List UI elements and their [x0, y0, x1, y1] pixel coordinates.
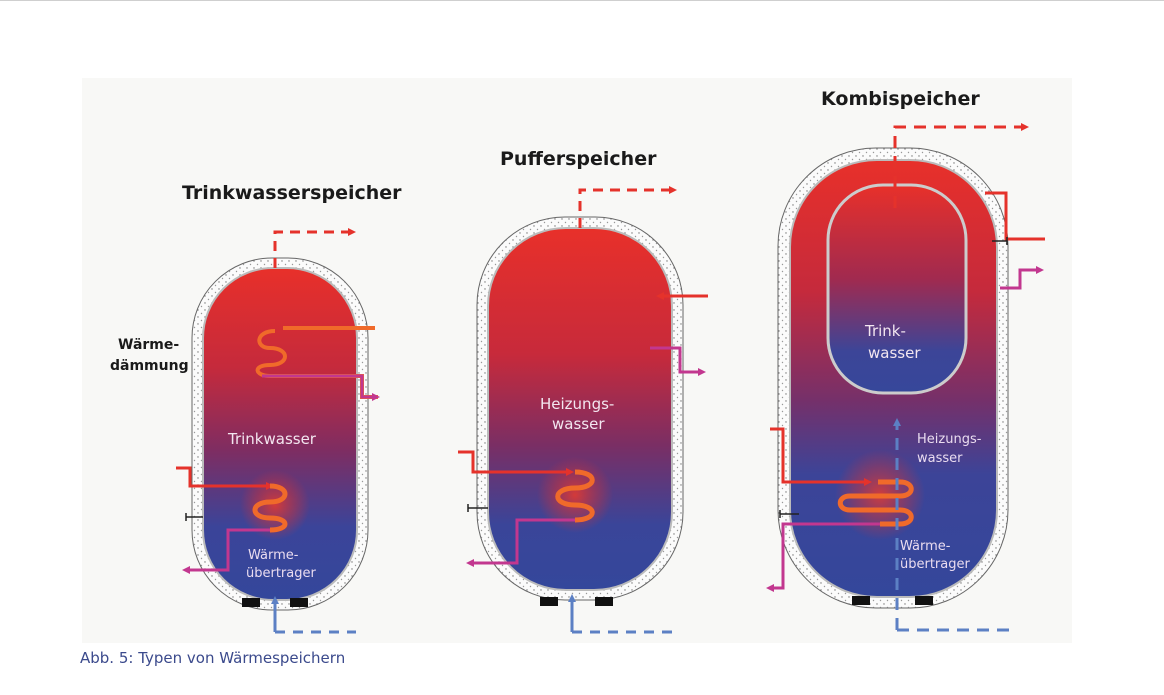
lower-heat-exchanger-coil — [252, 483, 288, 533]
heat-exchanger-coil — [555, 469, 595, 523]
tank-kombispeicher: Kombispeicher Trink- wasser Heizungs- wa… — [766, 88, 1045, 632]
heating-pipe — [985, 191, 1045, 241]
content-label: Heizungs- — [917, 432, 982, 447]
tank-foot — [290, 598, 308, 607]
sensor — [467, 504, 488, 512]
supply-pipe — [770, 427, 872, 486]
return-pipe — [466, 518, 575, 567]
exchanger-label: Wärme- — [248, 548, 299, 563]
tank-title: Kombispeicher — [821, 88, 980, 110]
sensor — [185, 513, 203, 521]
supply-pipe — [176, 466, 274, 490]
inner-drinking-water-tank — [826, 183, 968, 395]
figure-caption: Abb. 5: Typen von Wärmespeichern — [80, 649, 346, 667]
return-pipe — [262, 374, 380, 401]
sensor — [992, 237, 1008, 245]
inner-label: wasser — [868, 344, 921, 362]
tank-trinkwasserspeicher: Trinkwasserspeicher Wärme- dämmung Trink… — [110, 182, 402, 634]
insulation-label: dämmung — [110, 358, 189, 374]
content-label: wasser — [552, 415, 605, 433]
hot-outlet — [578, 186, 677, 228]
supply-outlet — [650, 346, 706, 376]
exchanger-label: Wärme- — [900, 539, 951, 554]
tank-foot — [852, 596, 870, 605]
return-pipe — [766, 522, 880, 592]
tank-foot — [915, 596, 933, 605]
insulation-label: Wärme- — [118, 337, 179, 353]
tank-foot — [595, 597, 613, 606]
tank-title: Trinkwasserspeicher — [182, 182, 402, 204]
tank-title: Pufferspeicher — [500, 148, 657, 170]
top-divider — [0, 0, 1164, 1]
sensor — [779, 510, 799, 518]
return-pipe — [182, 528, 270, 574]
exchanger-label: übertrager — [246, 566, 316, 581]
tank-body — [202, 267, 358, 601]
exchanger-label: übertrager — [900, 557, 970, 572]
content-label: Heizungs- — [540, 395, 614, 413]
tank-foot — [540, 597, 558, 606]
content-label: Trinkwasser — [227, 430, 317, 448]
tank-pufferspeicher: Pufferspeicher Heizungs- wasser — [458, 148, 708, 634]
supply-pipe — [458, 450, 574, 476]
heat-exchanger-coil — [837, 479, 914, 527]
hot-water-outlet — [893, 123, 1029, 208]
hot-water-outlet — [273, 228, 356, 268]
tank-foot — [242, 598, 260, 607]
content-label: wasser — [917, 451, 963, 466]
inner-label: Trink- — [864, 322, 906, 340]
supply-outlet — [1000, 266, 1044, 290]
